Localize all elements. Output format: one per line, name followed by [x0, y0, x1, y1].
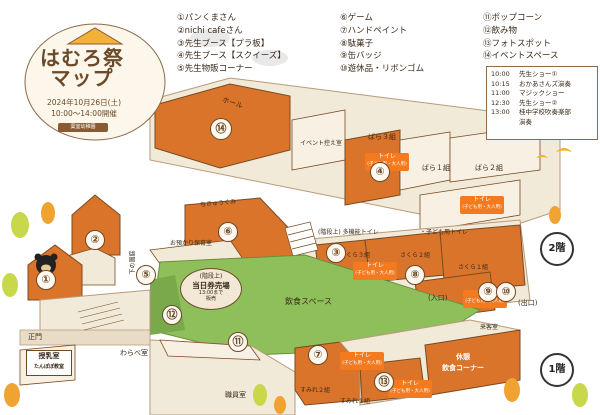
legend-column-1: ①パンくまさん ②nichi cafeさん ③先生ブース【プラ板】 ④先生ブース… — [177, 12, 286, 76]
logo-title-line1: はむろ祭 — [40, 46, 124, 70]
marker-4[interactable]: ④ — [370, 162, 390, 182]
marker-14[interactable]: ⑭ — [210, 118, 232, 140]
marker-13[interactable]: ⑬ — [374, 372, 394, 392]
legend-item: ⑫飲み物 — [483, 25, 518, 36]
label-event-waiting: イベント控え室 — [300, 140, 343, 147]
legend-column-3: ⑪ポップコーン ⑫飲み物 ⑬フォトスポット ⑭イベントスペース — [483, 12, 558, 63]
ticket-booth: (階段上) 当日券売場 13:00まで 販売 — [180, 268, 242, 310]
marker-2[interactable]: ② — [85, 230, 105, 250]
legend-item: ①パンくまさん — [177, 13, 237, 23]
logo-title: はむろ祭 マップ — [22, 48, 142, 88]
toilet-2f-bara-2: トイレ(子ども用・大人用) — [460, 196, 504, 214]
legend-item: ⑩遊休品・リボンゴム — [340, 64, 425, 75]
floor-label-2f: 2階 — [540, 232, 574, 266]
logo-ring — [24, 23, 166, 141]
label-bara1: ばら１組 — [422, 164, 450, 172]
legend-item: ②nichi cafeさん — [177, 25, 243, 36]
toilet-1f-2: トイレ(子ども用・大人用) — [388, 380, 432, 398]
toilet-1f: トイレ(子ども用・大人用) — [340, 352, 384, 370]
legend-item: ⑬フォトスポット — [483, 38, 552, 49]
legend-column-2: ⑥ゲーム ⑦ハンドペイント ⑧駄菓子 ⑨缶バッジ ⑩遊休品・リボンゴム — [340, 12, 424, 76]
trees — [2, 202, 588, 414]
label-kids-toilet: ・子ども用トイレ — [420, 229, 469, 236]
legend-item: ⑪ポップコーン — [483, 13, 543, 23]
event-time: 10:00〜14:00開催 — [51, 109, 117, 118]
marker-8[interactable]: ⑧ — [405, 265, 425, 285]
marker-10[interactable]: ⑩ — [496, 282, 516, 302]
legend-item: ⑥ゲーム — [340, 13, 373, 23]
label-warabe: わらべ室 — [120, 349, 148, 357]
organizer-badge: 葉室幼稚園 — [58, 123, 108, 132]
label-sakura1: さくら１組 — [458, 264, 489, 271]
label-multipurpose-toilet: (階段上) 多機能トイレ — [318, 229, 379, 236]
label-sakura3: さくら３組 — [340, 252, 371, 259]
legend-item: ⑤先生物販コーナー — [177, 64, 253, 75]
nursing-room: 授乳室 たんぽぽ教室 — [26, 350, 72, 376]
label-otomodachi: お預かり保育室 — [170, 240, 213, 247]
marker-6[interactable]: ⑥ — [218, 222, 238, 242]
marker-1[interactable]: ① — [36, 270, 56, 290]
label-entrance: (入口) — [428, 294, 448, 302]
label-sakura2: さくら２組 — [400, 252, 431, 259]
marker-5[interactable]: ⑤ — [136, 265, 156, 285]
label-main-gate: 正門 — [28, 333, 42, 341]
label-bara3: ばら３組 — [368, 133, 396, 141]
label-eating-space: 飲食スペース — [285, 297, 333, 306]
label-sumire1: すみれ１組 — [340, 398, 371, 405]
logo-title-line2: マップ — [50, 66, 114, 90]
toilet-2f-sakura: トイレ(子ども用・大人用) — [353, 262, 397, 280]
label-lower-yard: 下の園庭 — [129, 250, 137, 275]
legend-item: ⑭イベントスペース — [483, 51, 559, 62]
event-date: 2024年10月26日(土) — [46, 98, 122, 107]
legend-item: ⑧駄菓子 — [340, 38, 374, 49]
legend-item: ⑨缶バッジ — [340, 51, 382, 62]
schedule-row: 演奏 — [519, 117, 532, 126]
label-exit: (出口) — [518, 299, 538, 307]
legend-item: ④先生ブース【スクイーズ】 — [177, 51, 286, 62]
floor-label-1f: 1階 — [540, 353, 574, 387]
legend-item: ③先生ブース【プラ板】 — [177, 38, 270, 49]
label-staff-room: 職員室 — [225, 391, 246, 399]
legend-item: ⑦ハンドペイント — [340, 25, 408, 36]
label-sumire2: すみれ２組 — [300, 387, 331, 394]
marker-7[interactable]: ⑦ — [308, 345, 328, 365]
marker-3[interactable]: ③ — [326, 243, 346, 263]
decorations — [190, 29, 572, 158]
label-guest-room: 来客室 — [480, 324, 499, 331]
marker-12[interactable]: ⑫ — [162, 305, 182, 325]
marker-9[interactable]: ⑨ — [478, 282, 498, 302]
label-bara2: ばら２組 — [475, 164, 503, 172]
marker-11[interactable]: ⑪ — [228, 332, 248, 352]
rest-area: 休憩 飲食コーナー — [442, 353, 484, 372]
